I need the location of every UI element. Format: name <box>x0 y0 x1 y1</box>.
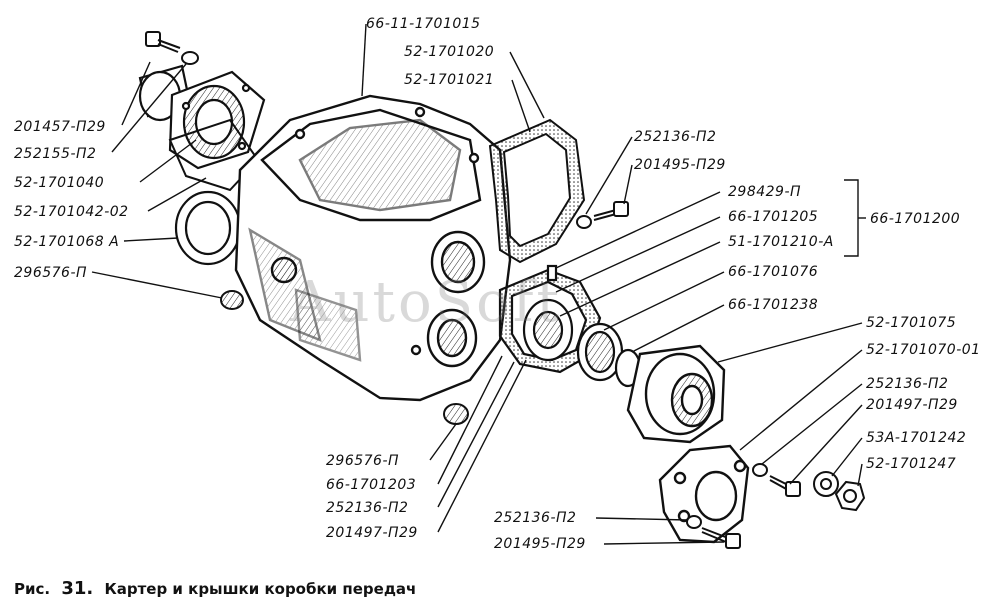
label-201457: 201457-П29 <box>14 119 106 135</box>
label-201495-low: 201495-П29 <box>494 536 586 552</box>
label-1701210: 51-1701210-А <box>728 234 834 250</box>
gasket-1701021 <box>488 118 586 264</box>
figure-caption: Рис. 31. Картер и крышки коробки передач <box>14 578 422 599</box>
label-252136-low: 252136-П2 <box>494 510 576 526</box>
caption-prefix: Рис. <box>14 580 51 598</box>
rear-bearing-cover <box>498 264 602 374</box>
label-1701042: 52-1701042-02 <box>14 204 129 220</box>
plug-296576-bottom <box>443 403 469 425</box>
label-252136-mid: 252136-П2 <box>866 376 948 392</box>
plug-296576-left <box>220 290 244 310</box>
washer-252136-mid <box>752 463 768 477</box>
label-1701040: 52-1701040 <box>14 175 104 191</box>
gearbox-housing <box>234 94 512 402</box>
washer-1701242 <box>813 471 839 497</box>
label-1701242: 53А-1701242 <box>866 430 966 446</box>
part-labels: 201457-П29 252155-П2 52-1701040 52-17010… <box>14 16 981 552</box>
label-252136-bottom: 252136-П2 <box>326 500 408 516</box>
label-296576-bottom: 296576-П <box>326 453 399 469</box>
oil-seal-1701068 <box>174 190 242 266</box>
label-1701021: 52-1701021 <box>404 72 494 88</box>
label-1701076: 66-1701076 <box>728 264 818 280</box>
label-1701020: 52-1701020 <box>404 44 494 60</box>
label-1701075: 52-1701075 <box>866 315 956 331</box>
label-201497-mid: 201497-П29 <box>866 397 958 413</box>
bearing-1701076 <box>576 322 624 382</box>
washer-252136-low <box>686 515 702 529</box>
label-201495-top: 201495-П29 <box>634 157 726 173</box>
label-201497-bottom: 201497-П29 <box>326 525 418 541</box>
end-cover-1701070 <box>658 444 750 544</box>
caption-text: Картер и крышки коробки передач <box>104 580 417 598</box>
label-1701238: 66-1701238 <box>728 297 818 313</box>
nut-1701247 <box>834 480 866 512</box>
bolt-201495-top <box>593 201 629 221</box>
bolt-201497-mid <box>769 475 801 497</box>
bolt-201457 <box>145 31 181 53</box>
label-1701247: 52-1701247 <box>866 456 956 472</box>
front-bearing-cover <box>138 64 266 170</box>
label-298429: 298429-П <box>728 184 801 200</box>
label-1701203: 66-1701203 <box>326 477 416 493</box>
label-296576-left: 296576-П <box>14 265 87 281</box>
flange-1701075 <box>626 344 726 444</box>
caption-number: 31. <box>61 578 94 599</box>
leader-lines <box>91 23 866 545</box>
label-252155: 252155-П2 <box>14 146 96 162</box>
washer-252136-top <box>576 215 592 229</box>
washer-252155 <box>181 51 199 65</box>
bolt-201495-low <box>701 527 741 549</box>
label-1701068: 52-1701068 А <box>14 234 119 250</box>
label-group-1701200: 66-1701200 <box>870 211 960 227</box>
label-1701205: 66-1701205 <box>728 209 818 225</box>
label-1701070: 52-1701070-01 <box>866 342 981 358</box>
watermark: AutoSoft <box>290 270 563 335</box>
label-252136-top: 252136-П2 <box>634 129 716 145</box>
label-1701015: 66-11-1701015 <box>366 16 481 32</box>
